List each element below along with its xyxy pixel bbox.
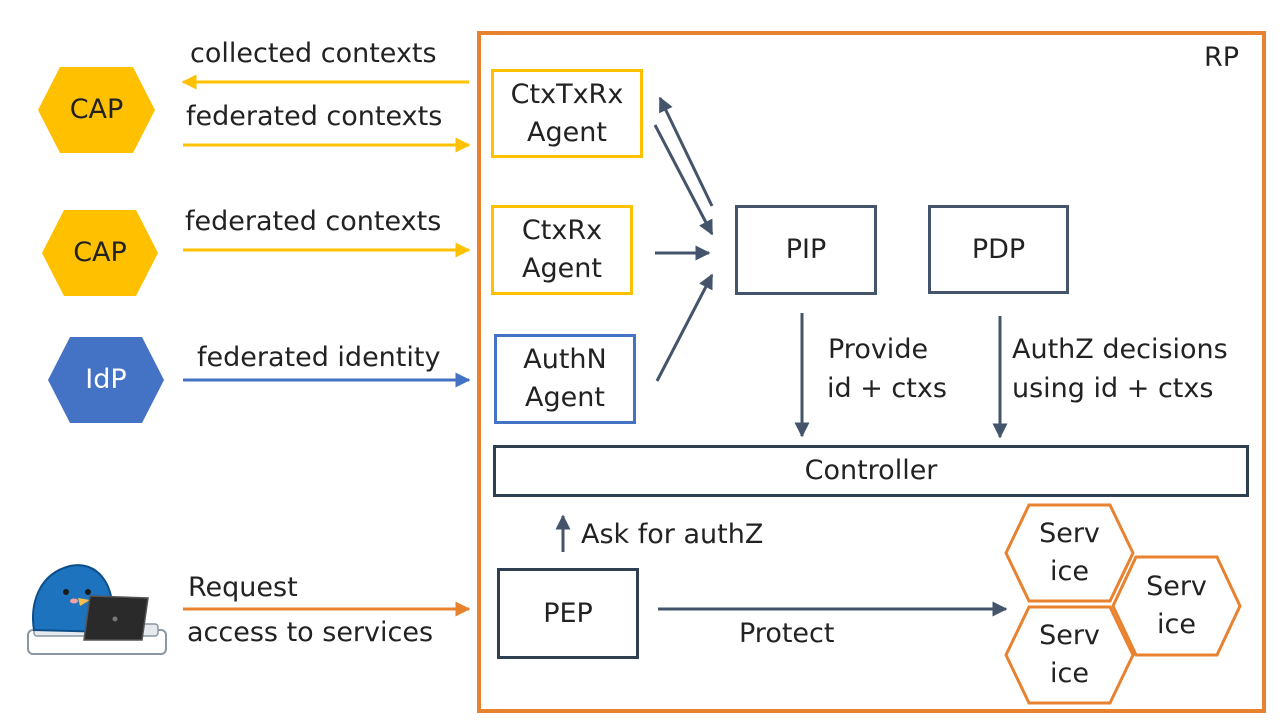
service-3-line-1: Serv xyxy=(1039,620,1100,651)
idp-hexagon xyxy=(48,337,164,423)
service-1-line-1: Serv xyxy=(1039,518,1100,549)
provide-label: Provide xyxy=(828,334,929,365)
access-to-services-label: access to services xyxy=(187,617,434,648)
pep-box: PEP xyxy=(497,568,639,659)
rp-frame xyxy=(477,31,1266,713)
ctxtxrx-agent-line-1: CtxTxRx xyxy=(510,78,624,110)
service-label-2: Serv ice xyxy=(1113,557,1240,655)
ctxrx-agent-line-1: CtxRx xyxy=(521,215,603,246)
cap-hexagon-1 xyxy=(38,67,155,153)
ctxrx-agent-box: CtxRx Agent xyxy=(491,205,633,295)
service-label-3: Serv ice xyxy=(1006,607,1133,703)
arrow-pip-to-ctxtxrx xyxy=(658,96,714,207)
service-hexagon-2 xyxy=(1111,555,1242,657)
pdp-box: PDP xyxy=(928,205,1069,294)
service-hexagon-1 xyxy=(1004,503,1135,603)
service-1-line-2: ice xyxy=(1050,556,1089,587)
federated-contexts-label-1: federated contexts xyxy=(186,101,443,132)
ctxtxrx-agent-line-2: Agent xyxy=(527,116,607,148)
collected-contexts-label: collected contexts xyxy=(190,38,437,69)
authn-agent-line-1: AuthN xyxy=(523,344,607,375)
user-at-laptop-illustration xyxy=(27,564,167,655)
arrow-ctxtxrx-to-pip xyxy=(653,124,714,236)
cap-hexagon-2 xyxy=(42,210,158,296)
authz-decisions-label: AuthZ decisions xyxy=(1012,334,1228,365)
federated-identity-label: federated identity xyxy=(197,342,441,373)
service-label-1: Serv ice xyxy=(1006,505,1133,601)
ctxtxrx-agent-box: CtxTxRx Agent xyxy=(491,69,643,158)
arrow-authn-to-pip xyxy=(655,273,714,382)
service-2-line-2: ice xyxy=(1157,609,1196,640)
service-2-line-1: Serv xyxy=(1146,571,1207,602)
protect-label: Protect xyxy=(739,618,835,649)
controller-box: Controller xyxy=(493,445,1249,497)
federated-contexts-label-2: federated contexts xyxy=(185,206,442,237)
id-ctxs-label-1: id + ctxs xyxy=(827,373,947,404)
ctxrx-agent-line-2: Agent xyxy=(522,253,602,284)
authn-agent-line-2: Agent xyxy=(525,382,605,413)
pip-box: PIP xyxy=(735,205,877,295)
rp-label: RP xyxy=(1204,42,1240,73)
service-3-line-2: ice xyxy=(1050,658,1089,689)
service-hexagon-3 xyxy=(1004,605,1135,705)
request-label: Request xyxy=(188,572,298,603)
cap-label-1: CAP xyxy=(69,94,124,125)
ask-for-authz-label: Ask for authZ xyxy=(581,519,764,550)
authn-agent-box: AuthN Agent xyxy=(494,334,636,424)
cap-label-2: CAP xyxy=(73,237,127,268)
idp-label: IdP xyxy=(85,364,127,395)
using-id-ctxs-label: using id + ctxs xyxy=(1012,373,1214,404)
